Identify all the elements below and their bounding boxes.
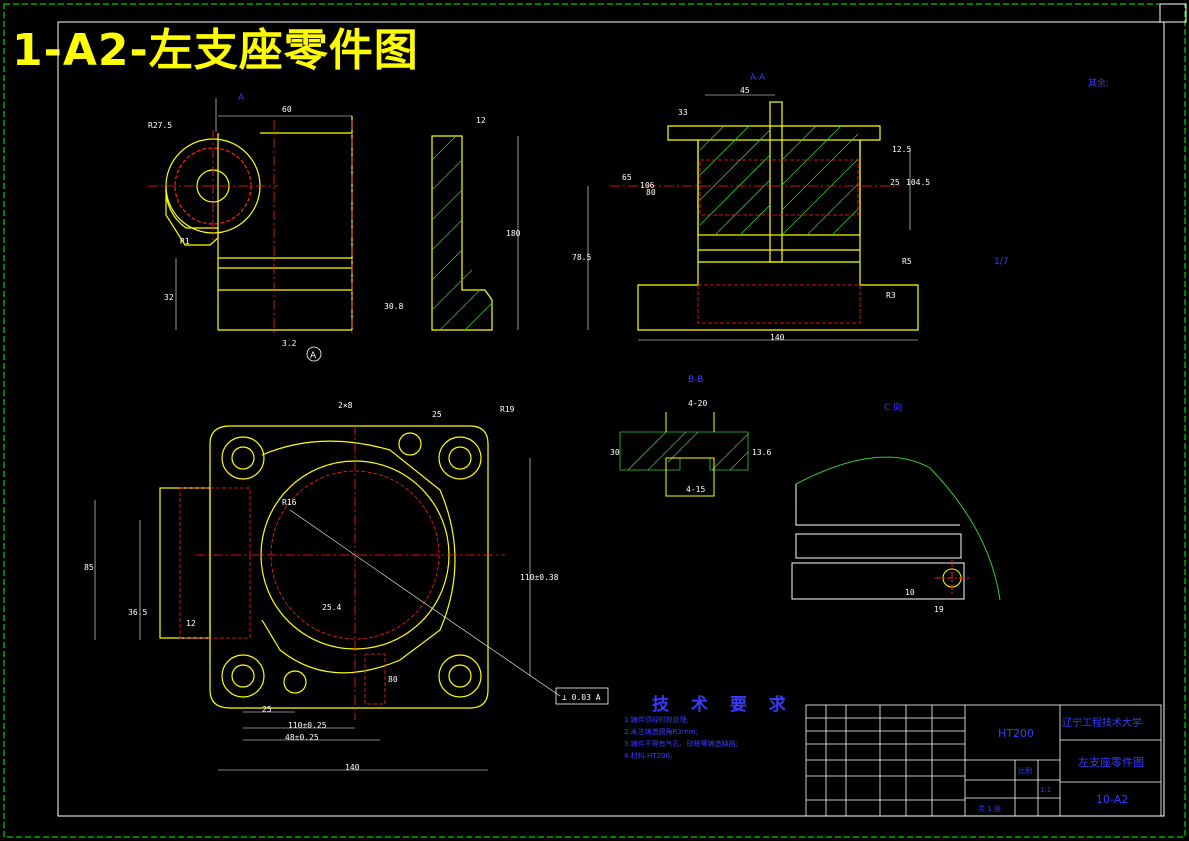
dim-78-5: 78.5: [572, 253, 591, 262]
title-block-drawing-no: 10-A2: [1096, 793, 1129, 806]
dim-180: 180: [506, 229, 521, 238]
dim-25-bottom: 25: [262, 705, 272, 714]
plan-dims: [94, 458, 561, 771]
view-c: [791, 456, 1001, 601]
dim-30-bb: 30: [610, 448, 620, 457]
dim-110-025: 110±0.25: [288, 721, 327, 730]
dim-r19: R19: [500, 405, 515, 414]
drawing-title: 1-A2-左支座零件图: [12, 25, 419, 76]
tech-requirement-item: 4.材料:HT200。: [624, 752, 677, 760]
front-hatch: [431, 135, 493, 331]
title-block-scale-label: 比例: [1018, 767, 1032, 775]
tech-requirement-item: 3.铸件不得有气孔、砂眼等铸造缺陷;: [624, 740, 739, 748]
dim-12-plan: 12: [186, 619, 196, 628]
outer-border: [3, 3, 1186, 838]
title-block-scale: 1:1: [1040, 786, 1052, 794]
tolerance-frame: [555, 687, 609, 705]
dim-10-c: 10: [905, 588, 915, 597]
dimension-labels: R27.5 60 12 180 R1 32 30.8 3.2 33 45 65 …: [84, 86, 944, 772]
view-labels: A-A B-B C 向 A 其余: 1/7: [238, 73, 1109, 413]
front-view: [165, 116, 493, 331]
dim-36-5: 36.5: [128, 608, 147, 617]
tech-requirement-item: 1.铸件须经时效处理;: [624, 716, 690, 724]
section-aa-hatch: [699, 125, 859, 236]
section-aa-hidden: [610, 159, 900, 324]
label-roughness: 其余:: [1088, 77, 1109, 89]
tech-requirement-item: 2.未注铸造圆角R3mm;: [624, 728, 698, 736]
title-block-sheet: 共 1 张: [978, 805, 1001, 813]
dim-r27-5: R27.5: [148, 121, 172, 130]
dim-19-c: 19: [934, 605, 944, 614]
tech-requirements-heading: 技 术 要 求: [652, 695, 794, 715]
dim-48-025: 48±0.25: [285, 733, 319, 742]
dim-12-5: 12.5: [892, 145, 911, 154]
dim-60: 60: [282, 105, 292, 114]
dim-4-20: 4-20: [688, 399, 707, 408]
corner-box: [1159, 3, 1187, 23]
dim-80: 80: [646, 188, 656, 197]
dim-r5: R5: [902, 257, 912, 266]
title-block-material: HT200: [998, 727, 1034, 740]
section-bb-view: [619, 431, 749, 471]
dim-2x8: 2×8: [338, 401, 353, 410]
label-view-a: A: [238, 93, 245, 103]
title-block-grid: [805, 704, 1162, 817]
label-view-a-circle: A: [310, 351, 317, 361]
dim-140-plan: 140: [345, 763, 360, 772]
dim-32: 32: [164, 293, 174, 302]
section-bb-outline: [665, 412, 715, 497]
plan-centerlines: [195, 425, 505, 720]
dim-140-aa: 140: [770, 333, 785, 342]
dim-85: 85: [84, 563, 94, 572]
front-dims: [175, 98, 519, 330]
title-block-part-name: 左支座零件图: [1078, 756, 1144, 769]
dim-80-plan: 80: [388, 675, 398, 684]
front-centerlines: [148, 120, 353, 335]
title-block-school: 辽宁工程技术大学: [1062, 718, 1142, 729]
view-a-marker-circle: A: [306, 346, 322, 362]
dim-33: 33: [678, 108, 688, 117]
dim-25-4: 25.4: [322, 603, 341, 612]
dim-12: 12: [476, 116, 486, 125]
plan-view: [159, 425, 489, 709]
dim-4-15: 4-15: [686, 485, 705, 494]
section-aa-dims: [587, 94, 918, 341]
dim-106: 106: [640, 181, 655, 190]
dim-r16: R16: [282, 498, 297, 507]
label-section-aa: A-A: [750, 73, 766, 83]
geometric-tolerance: ⊥ 0.03 A: [562, 693, 601, 702]
section-aa-view: [637, 101, 919, 331]
dim-25: 25: [890, 178, 900, 187]
dim-30-8: 30.8: [384, 302, 403, 311]
dim-104-5: 104.5: [906, 178, 930, 187]
dim-13-6: 13.6: [752, 448, 771, 457]
dim-45: 45: [740, 86, 750, 95]
dim-110-038: 110±0.38: [520, 573, 559, 582]
label-view-c: C 向: [884, 401, 902, 413]
dim-3-2: 3.2: [282, 339, 297, 348]
dim-25-top: 25: [432, 410, 442, 419]
dim-65: 65: [622, 173, 632, 182]
label-other-dim: 1/7: [994, 257, 1008, 267]
dim-r3: R3: [886, 291, 896, 300]
inner-frame: [57, 21, 1165, 817]
tech-requirements-list: 1.铸件须经时效处理; 2.未注铸造圆角R3mm; 3.铸件不得有气孔、砂眼等铸…: [624, 714, 738, 762]
dim-r1: R1: [180, 237, 190, 246]
plan-hidden: [179, 470, 440, 705]
label-section-bb: B-B: [688, 375, 703, 385]
